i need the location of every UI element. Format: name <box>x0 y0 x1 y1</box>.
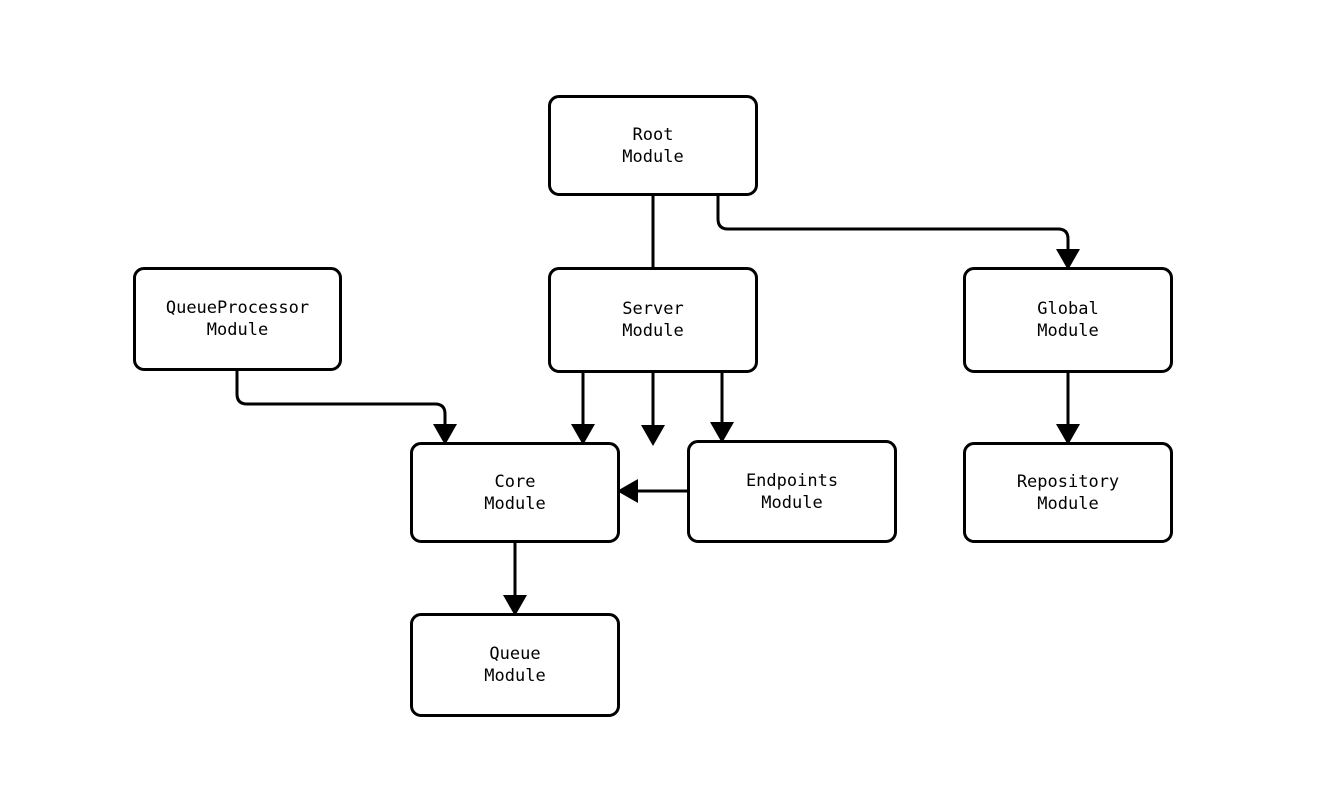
edge-queueprocessor-to-core <box>235 371 457 445</box>
node-server-module[interactable]: Server Module <box>548 267 758 373</box>
node-repository-module[interactable]: Repository Module <box>963 442 1173 543</box>
node-root-module-label: Root Module <box>622 124 684 167</box>
node-queueprocessor-module[interactable]: QueueProcessor Module <box>133 267 342 371</box>
node-endpoints-module-label: Endpoints Module <box>745 470 839 513</box>
edge-root-to-global <box>716 196 1080 270</box>
node-core-module[interactable]: Core Module <box>410 442 620 543</box>
node-core-module-label: Core Module <box>484 471 546 514</box>
node-queue-module-label: Queue Module <box>484 644 546 686</box>
node-global-module[interactable]: Global Module <box>963 267 1173 373</box>
node-queueprocessor-module-label: QueueProcessor Module <box>165 298 310 340</box>
node-repository-module-label: Repository Module <box>1016 471 1120 514</box>
node-root-module[interactable]: Root Module <box>548 95 758 196</box>
node-server-module-label: Server Module <box>622 299 684 341</box>
node-queue-module[interactable]: Queue Module <box>410 613 620 717</box>
node-endpoints-module[interactable]: Endpoints Module <box>687 440 897 543</box>
node-global-module-label: Global Module <box>1037 299 1099 341</box>
